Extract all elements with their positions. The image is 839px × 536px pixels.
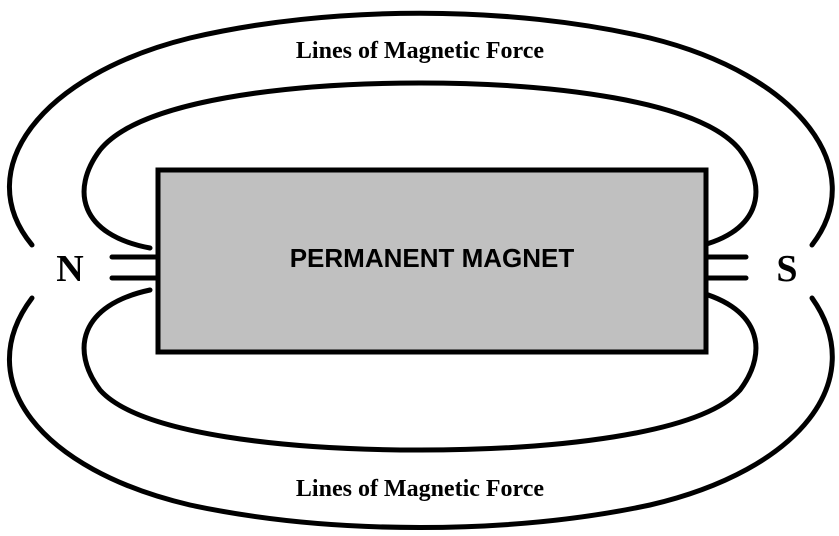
top-caption: Lines of Magnetic Force — [296, 38, 545, 64]
magnet-label: PERMANENT MAGNET — [290, 243, 575, 273]
outer-top-field-line — [6, 10, 835, 248]
inner-top-field-line — [81, 80, 759, 251]
north-pole-label: N — [56, 248, 83, 290]
outer-bottom-field-line — [6, 295, 835, 530]
inner-bottom-field-line — [81, 287, 759, 453]
south-pole-label: S — [776, 248, 797, 290]
bottom-caption: Lines of Magnetic Force — [296, 476, 545, 502]
permanent-magnet-bar — [155, 167, 709, 355]
